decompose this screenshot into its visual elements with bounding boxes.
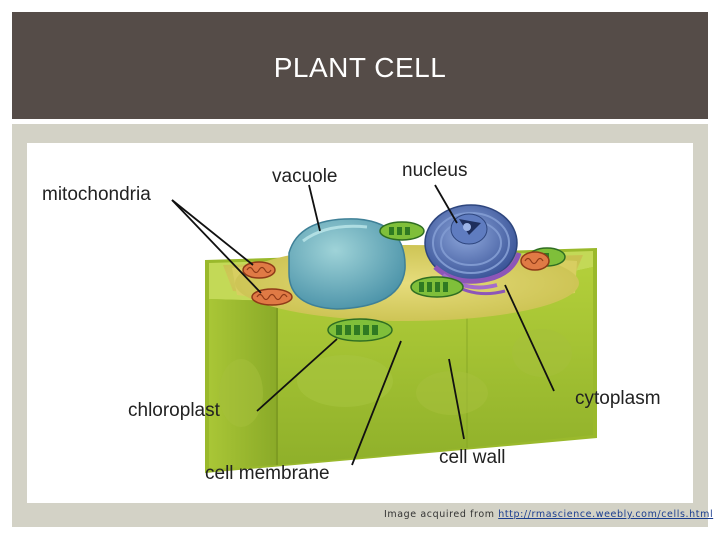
mitochondrion-1 [242,261,276,279]
chloroplast-1 [327,318,393,342]
chloroplast-3 [379,221,425,241]
chloroplast-2 [410,276,464,298]
label-nucleus: nucleus [402,160,468,181]
credit-prefix: Image acquired from [384,509,495,520]
pointer-cell-wall [448,358,465,440]
plant-cell-figure: mitochondria vacuole nucleus chloroplast… [27,143,693,503]
mitochondrion-3 [520,251,550,271]
pointer-chloroplast [256,338,338,412]
pointer-mitochondria-2 [171,199,262,294]
label-cell-wall: cell wall [439,447,506,468]
label-cytoplasm: cytoplasm [575,388,661,409]
mitochondria-shapes [242,251,550,306]
label-mitochondria: mitochondria [42,184,151,205]
label-vacuole: vacuole [272,166,338,187]
pointer-vacuole [308,184,321,232]
vacuole-shape [288,218,406,310]
label-chloroplast: chloroplast [128,400,221,421]
plant-cell-diagram: mitochondria vacuole nucleus chloroplast… [42,160,661,484]
nucleus-shape [424,204,522,296]
pointer-cell-membrane [351,340,402,466]
slide-title: PLANT CELL [273,52,447,83]
title-bar [12,12,708,119]
pointer-mitochondria-1 [171,199,254,266]
credit-link[interactable]: http://rmascience.weebly.com/cells.html [498,509,714,520]
mitochondrion-2 [251,288,293,306]
pointer-lines [171,184,555,466]
pointer-nucleus [434,184,458,224]
pointer-cytoplasm [504,284,555,392]
image-credit: Image acquired from http://rmascience.we… [384,509,713,520]
label-cell-membrane: cell membrane [205,463,330,484]
